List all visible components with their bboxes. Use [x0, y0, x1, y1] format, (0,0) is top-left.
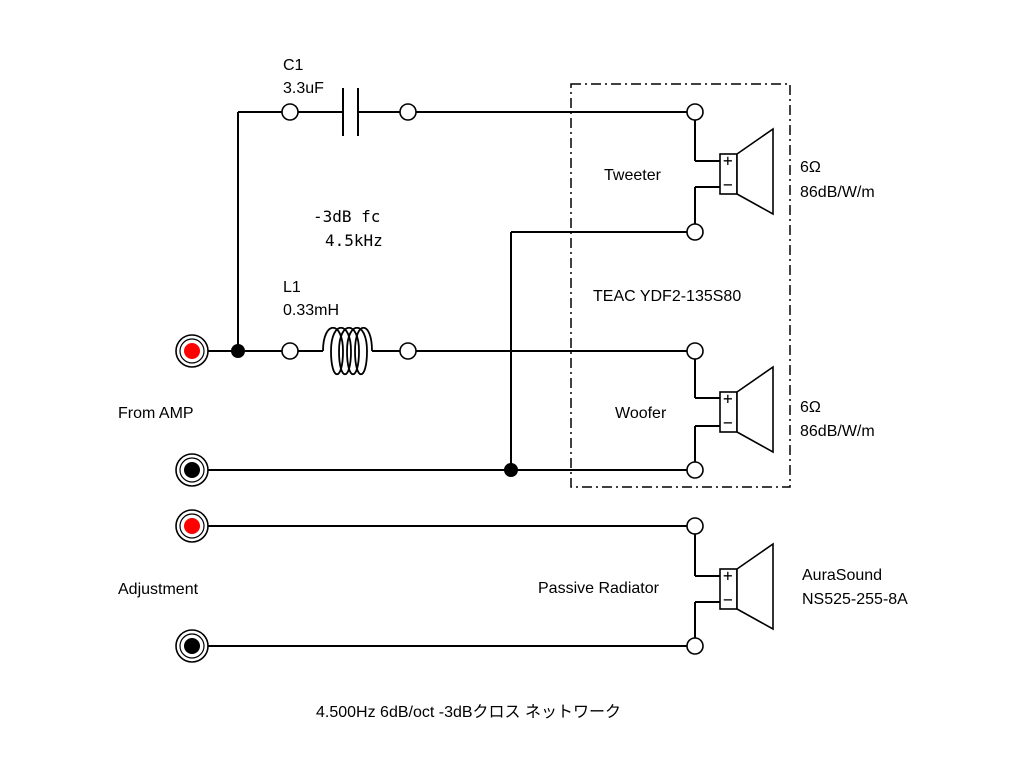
diagram-caption: 4.500Hz 6dB/oct -3dBクロス ネットワーク [316, 703, 621, 721]
woofer-sensitivity: 86dB/W/m [800, 423, 875, 440]
crossover-frequency: 4.5kHz [325, 231, 383, 250]
radiator-model: NS525-255-8A [802, 591, 908, 608]
capacitor-value: 3.3uF [283, 80, 324, 97]
amp-negative-jack [175, 453, 209, 487]
tweeter-plus: + [723, 151, 733, 170]
adjust-negative-jack [175, 629, 209, 663]
inductor-value: 0.33mH [283, 302, 339, 319]
adjustment-label: Adjustment [118, 581, 199, 598]
radiator-minus: − [723, 590, 733, 609]
tweeter-impedance: 6Ω [800, 159, 821, 176]
woofer-label: Woofer [615, 405, 667, 422]
inductor-l1-symbol [322, 326, 373, 375]
adjust-positive-jack [175, 509, 209, 543]
tweeter-sensitivity: 86dB/W/m [800, 184, 875, 201]
connection-terminals [281, 103, 704, 655]
junction-dot-input [231, 344, 245, 358]
tweeter-label: Tweeter [604, 167, 662, 184]
passive-radiator-label: Passive Radiator [538, 580, 660, 597]
woofer-impedance: 6Ω [800, 399, 821, 416]
amp-positive-jack [175, 334, 209, 368]
tweeter-minus: − [723, 175, 733, 194]
woofer-minus: − [723, 413, 733, 432]
capacitor-name: C1 [283, 57, 304, 74]
wires [208, 111, 720, 647]
capacitor-c1-symbol [342, 88, 359, 136]
inductor-name: L1 [283, 279, 301, 296]
woofer-speaker-icon: + − [719, 365, 774, 454]
tweeter-speaker-icon: + − [719, 127, 774, 216]
woofer-plus: + [723, 389, 733, 408]
radiator-brand: AuraSound [802, 567, 882, 584]
passive-radiator-speaker-icon: + − [719, 542, 774, 631]
speaker-enclosure-box [570, 83, 791, 488]
junction-dot-ground [504, 463, 518, 477]
speaker-model-label: TEAC YDF2-135S80 [593, 288, 741, 305]
from-amp-label: From AMP [118, 405, 194, 422]
radiator-plus: + [723, 566, 733, 585]
crossover-label: -3dB fc [313, 207, 380, 226]
